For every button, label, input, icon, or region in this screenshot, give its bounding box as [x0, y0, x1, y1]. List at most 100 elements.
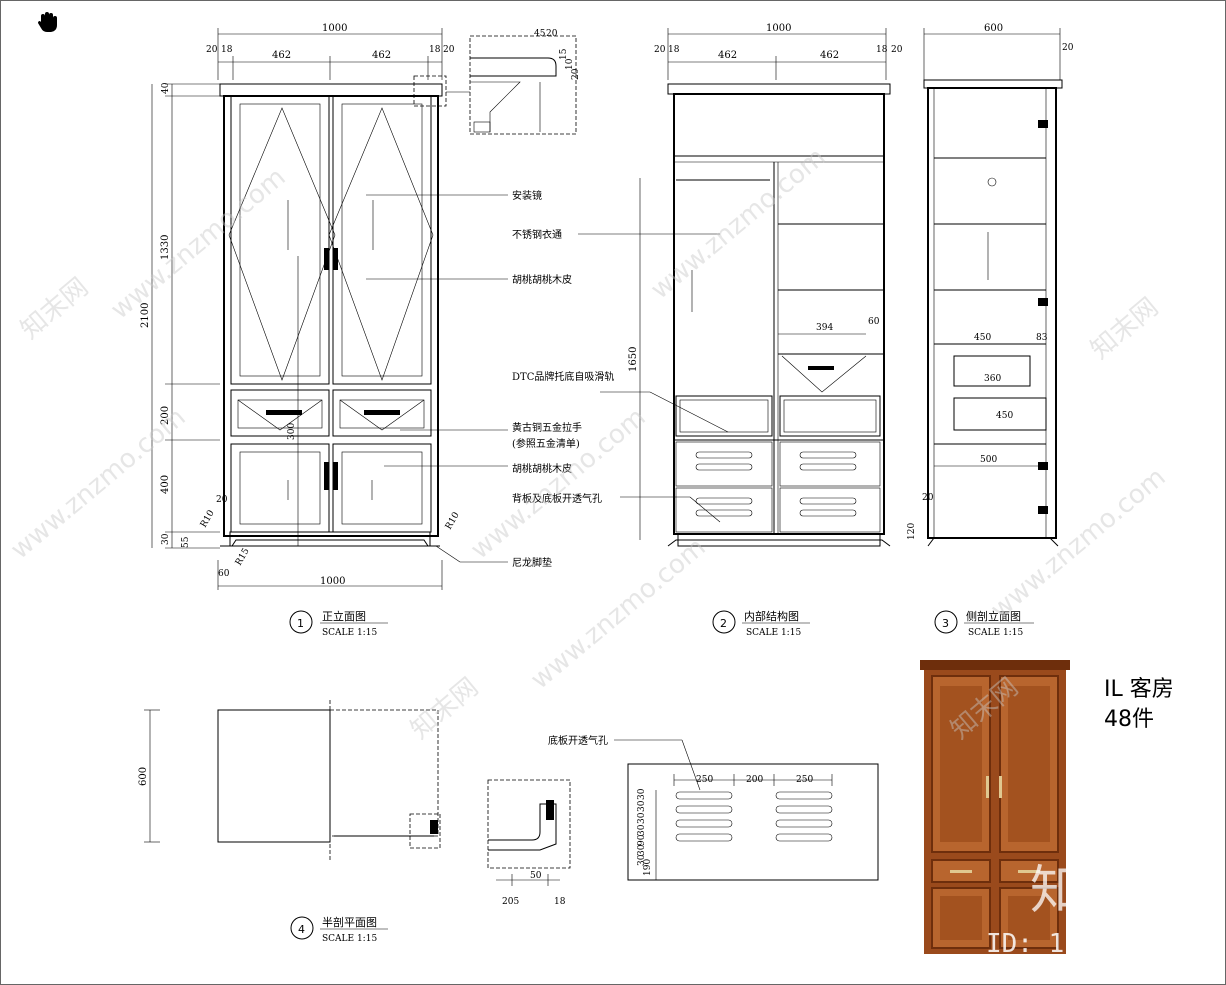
dim-20-right: 20 — [443, 45, 455, 55]
side-section-view: 600 20 450 83 360 450 500 20 120 3 侧剖立面图… — [907, 23, 1074, 638]
view-scale: SCALE 1:15 — [968, 628, 1023, 638]
dim-18-right: 18 — [876, 45, 888, 55]
dim-60: 60 — [868, 317, 880, 327]
dim-120: 120 — [907, 523, 917, 540]
note-quantity: 48件 — [1104, 707, 1154, 732]
annotations: 安装镜 不锈钢衣通 胡桃胡桃木皮 DTC品牌托底自吸滑轨 黄古铜五金拉手 (参照… — [366, 189, 729, 569]
watermark-cn: 知末网 — [1085, 292, 1164, 365]
view-title: 内部结构图 — [744, 609, 799, 623]
view-number-badge — [290, 916, 314, 940]
dim-200: 200 — [160, 406, 171, 425]
view-title: 半剖平面图 — [322, 915, 377, 929]
dim-200: 200 — [746, 775, 763, 785]
vent-panel-detail: 底板开透气孔 250 200 250 30 30 30 30 90 30 30 … — [548, 734, 879, 881]
annotation-rail: 不锈钢衣通 — [512, 228, 562, 241]
dim-500: 500 — [980, 455, 997, 465]
vent-panel-label: 底板开透气孔 — [548, 734, 608, 747]
dim-20-left: 20 — [206, 45, 218, 55]
annotation-walnut-1: 胡桃胡桃木皮 — [512, 273, 572, 286]
view-number-badge — [712, 610, 736, 634]
profile-dim-15: 15 — [559, 48, 569, 60]
front-elevation-view: 1000 20 18 462 462 18 20 2100 40 1330 20… — [140, 23, 462, 638]
dim-50: 50 — [530, 871, 542, 881]
view-title: 侧剖立面图 — [966, 609, 1021, 623]
dim-462-right: 462 — [372, 50, 391, 61]
dim-30-d: 30 — [637, 824, 647, 836]
view-scale: SCALE 1:15 — [322, 934, 377, 944]
view-scale: SCALE 1:15 — [322, 628, 377, 638]
view-number-badge — [289, 610, 313, 634]
dim-462-right: 462 — [820, 50, 839, 61]
brand-id: ID: 1132120793 — [986, 929, 1205, 959]
dim-30: 30 — [161, 533, 171, 545]
dim-r10-left: R10 — [199, 508, 217, 529]
dim-18-left: 18 — [221, 45, 233, 55]
watermark-cn: 知末网 — [15, 272, 94, 345]
dim-55: 55 — [181, 536, 191, 548]
dim-360: 360 — [984, 374, 1001, 384]
dim-20-left: 20 — [654, 45, 666, 55]
dim-1650: 1650 — [628, 347, 639, 372]
dim-18-right: 18 — [429, 45, 441, 55]
watermark-cn: 知末网 — [405, 672, 484, 745]
annotation-foot-pad: 尼龙脚垫 — [512, 556, 552, 569]
dim-total-width: 1000 — [766, 23, 791, 34]
dim-30-c: 30 — [637, 812, 647, 824]
view-number: 4 — [298, 923, 305, 936]
half-section-plan-view: 600 50 205 18 4 半剖平面图 SCALE 1:15 — [138, 700, 571, 944]
view-number: 2 — [720, 617, 727, 630]
dim-250-right: 250 — [796, 775, 813, 785]
profile-dim-10: 10 — [565, 58, 575, 70]
annotation-vent: 背板及底板开透气孔 — [512, 492, 602, 505]
dim-462-left: 462 — [272, 50, 291, 61]
view-title: 正立面图 — [322, 609, 366, 623]
dim-600: 600 — [138, 767, 149, 786]
crown-profile-detail: 45 20 15 10 20 — [413, 29, 581, 135]
dim-60: 60 — [218, 569, 230, 579]
profile-dim-20b: 20 — [571, 68, 581, 80]
view-number-badge — [934, 610, 958, 634]
dim-r10-right: R10 — [444, 510, 462, 531]
annotation-slide: DTC品牌托底自吸滑轨 — [512, 370, 614, 383]
annotation-handle-ref: (参照五金清单) — [512, 437, 580, 450]
dim-83: 83 — [1036, 333, 1048, 343]
dim-400: 400 — [160, 475, 171, 494]
hand-pan-icon[interactable] — [38, 12, 57, 32]
dim-40: 40 — [161, 82, 171, 94]
view-number: 3 — [942, 617, 949, 630]
dim-394: 394 — [816, 323, 833, 333]
dim-450: 450 — [974, 333, 991, 343]
brand-watermark: 知末 — [1030, 861, 1134, 921]
annotation-walnut-2: 胡桃胡桃木皮 — [512, 462, 572, 475]
dim-20-base: 20 — [216, 495, 228, 505]
internal-structure-view: 1000 20 18 462 462 18 20 1650 394 60 — [628, 23, 903, 638]
dim-1330: 1330 — [160, 235, 171, 260]
view-scale: SCALE 1:15 — [746, 628, 801, 638]
dim-18: 18 — [554, 897, 566, 907]
annotation-handle: 黄古铜五金拉手 — [512, 421, 582, 434]
profile-dim-45: 45 — [534, 29, 546, 39]
dim-r15: R15 — [234, 546, 252, 567]
dim-30-e: 30 — [637, 844, 647, 856]
profile-dim-20: 20 — [546, 29, 558, 39]
note-room-type: IL 客房 — [1104, 677, 1174, 702]
watermark-site: www.znzmo.com — [985, 462, 1171, 625]
watermark-site: www.znzmo.com — [105, 162, 291, 325]
wardrobe-photo — [916, 658, 1074, 958]
annotation-mirror: 安装镜 — [512, 189, 542, 202]
dim-450b: 450 — [996, 411, 1013, 421]
dim-depth-600: 600 — [984, 23, 1003, 34]
view-number: 1 — [297, 617, 304, 630]
dim-250-left: 250 — [696, 775, 713, 785]
dim-462-left: 462 — [718, 50, 737, 61]
dim-90: 90 — [637, 834, 647, 846]
dim-20-base: 20 — [922, 493, 934, 503]
watermark-site: www.znzmo.com — [525, 532, 711, 695]
dim-bottom-width: 1000 — [320, 576, 345, 587]
dim-300: 300 — [287, 423, 297, 440]
dim-205: 205 — [502, 897, 519, 907]
dim-height-2100: 2100 — [140, 303, 151, 328]
dim-20: 20 — [1062, 43, 1074, 53]
dim-30-b: 30 — [637, 800, 647, 812]
dim-20-right: 20 — [891, 45, 903, 55]
